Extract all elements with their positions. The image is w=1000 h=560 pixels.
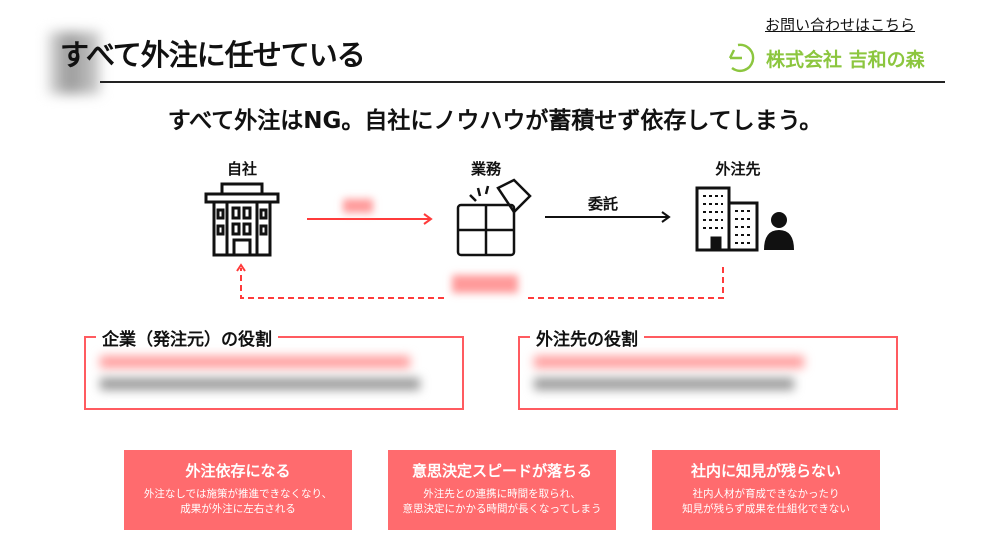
card-title: 社内に知見が残らない <box>690 462 841 480</box>
role-title: 企業（発注元）の役割 <box>96 325 278 350</box>
issue-card: 外注依存になる 外注なしでは施策が推進できなくなり、成果が外注に左右される <box>124 450 352 530</box>
card-text: 成果が外注に左右される <box>180 503 296 515</box>
black-arrow <box>545 211 671 223</box>
card-text: 外注先との連携に時間を取られ、 <box>423 488 581 500</box>
arrow-head <box>236 263 246 272</box>
blurred-text <box>534 378 794 390</box>
office-building-icon <box>695 186 759 252</box>
building-icon <box>204 182 280 257</box>
blurred-label <box>343 199 373 213</box>
label-work: 業務 <box>470 160 502 178</box>
subtitle: すべて外注はNG。自社にノウハウが蓄積せず依存してしまう。 <box>167 108 823 134</box>
card-text: 意思決定にかかる時間が長くなってしまう <box>402 503 602 515</box>
issue-card: 意思決定スピードが落ちる 外注先との連携に時間を取られ、意思決定にかかる時間が長… <box>388 450 616 530</box>
label-own-company: 自社 <box>226 160 258 178</box>
card-title: 意思決定スピードが落ちる <box>411 462 592 480</box>
red-arrow <box>307 213 433 225</box>
company-logo: 株式会社 吉和の森 <box>724 40 925 76</box>
card-text: 外注なしでは施策が推進できなくなり、 <box>143 488 333 500</box>
blurred-text <box>100 378 420 390</box>
blurred-label <box>452 275 518 293</box>
card-text: 知見が残らず成果を仕組化できない <box>682 503 850 515</box>
blurred-region <box>48 32 100 94</box>
role-title: 外注先の役割 <box>530 325 644 350</box>
role-box-client: 企業（発注元）の役割 <box>84 325 464 410</box>
label-outsource: 外注先 <box>715 160 761 178</box>
blurred-text <box>534 356 804 368</box>
person-icon <box>764 212 794 250</box>
card-title: 外注依存になる <box>185 462 291 480</box>
label-delegate: 委託 <box>587 195 619 213</box>
logo-icon <box>728 43 755 73</box>
role-box-vendor: 外注先の役割 <box>518 325 898 410</box>
header-divider <box>100 81 945 83</box>
contact-link[interactable]: お問い合わせはこちら <box>765 16 916 34</box>
blurred-text <box>100 356 410 368</box>
puzzle-icon <box>456 178 532 257</box>
card-text: 社内人材が育成できなかったり <box>692 488 840 500</box>
company-name: 株式会社 吉和の森 <box>766 48 925 71</box>
page-title: すべて外注に任せている <box>60 38 366 72</box>
issue-card: 社内に知見が残らない 社内人材が育成できなかったり知見が残らず成果を仕組化できな… <box>652 450 880 530</box>
